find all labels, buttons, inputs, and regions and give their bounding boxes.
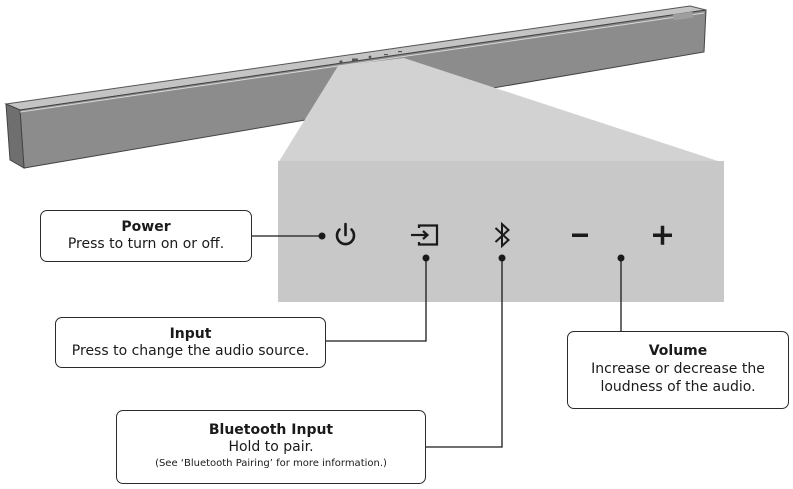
soundbar-logo <box>672 11 694 21</box>
input-source-icon[interactable] <box>411 224 439 246</box>
leader-lines <box>252 235 622 448</box>
power-callout: Power Press to turn on or off. <box>40 210 252 262</box>
soundbar-top-buttons <box>339 51 402 64</box>
volume-callout-desc: Increase or decrease the loudness of the… <box>591 361 765 396</box>
power-callout-desc: Press to turn on or off. <box>67 236 225 253</box>
plus-icon[interactable] <box>653 225 672 245</box>
soundbar-left-end <box>5 103 25 169</box>
bluetooth-callout-title: Bluetooth Input <box>208 422 334 438</box>
zoom-projection <box>278 58 724 163</box>
volume-callout: Volume Increase or decrease the loudness… <box>567 331 789 409</box>
input-callout: Input Press to change the audio source. <box>55 317 326 368</box>
minus-icon[interactable] <box>572 233 588 238</box>
power-icon[interactable] <box>335 222 356 246</box>
bluetooth-icon[interactable] <box>494 221 510 249</box>
bluetooth-callout: Bluetooth Input Hold to pair. (See ‘Blue… <box>116 410 426 484</box>
bluetooth-callout-desc: Hold to pair. <box>228 439 314 456</box>
bluetooth-callout-note: (See ‘Bluetooth Pairing’ for more inform… <box>155 458 387 470</box>
leader-dot-power <box>318 232 326 240</box>
leader-line-input <box>326 258 427 342</box>
soundbar-edge-highlight <box>19 12 705 113</box>
leader-dots <box>318 232 625 262</box>
input-callout-desc: Press to change the audio source. <box>71 343 310 360</box>
leader-dot-bluetooth <box>498 254 506 262</box>
leader-dot-input <box>422 254 430 262</box>
leader-dot-volume <box>617 254 625 262</box>
input-callout-title: Input <box>169 326 212 342</box>
leader-line-bluetooth <box>426 258 503 448</box>
power-callout-title: Power <box>121 219 171 235</box>
volume-callout-title: Volume <box>648 343 708 359</box>
